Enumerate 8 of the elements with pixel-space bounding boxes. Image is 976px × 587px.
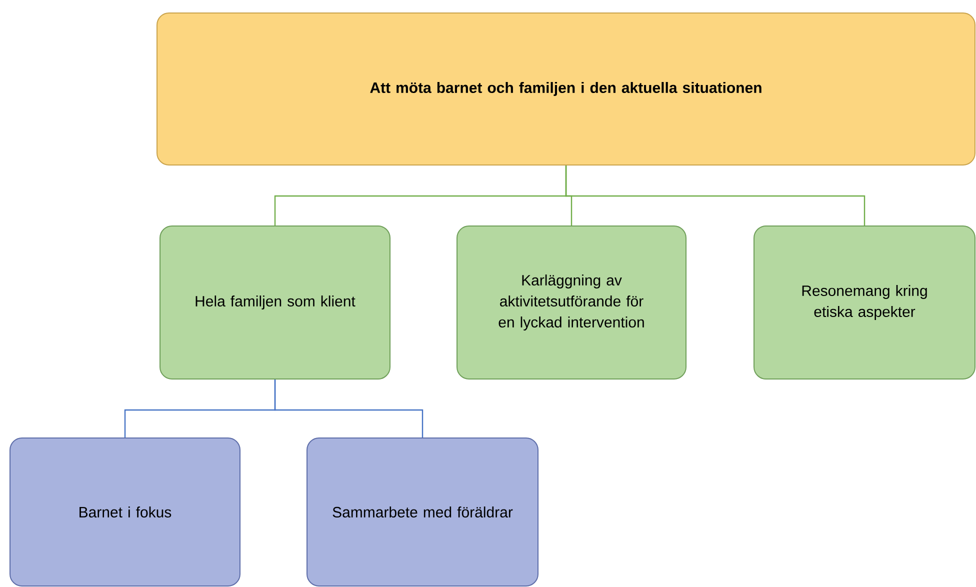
topic-box: Karläggning av aktivitetsutförande för en lyckad intervention (456, 226, 686, 380)
subtopic-box: Sammarbete med föräldrar (306, 438, 538, 586)
topic-box: Hela familjen som klient (160, 226, 390, 380)
connector-line (565, 166, 866, 226)
topic-box: Resonemang kring etiska aspekter (754, 226, 976, 380)
heading-box: Att möta barnet och familjen i den aktuella situationen (156, 12, 976, 166)
connector-line (274, 380, 424, 438)
subtopic-box: Barnet i fokus (10, 438, 240, 586)
